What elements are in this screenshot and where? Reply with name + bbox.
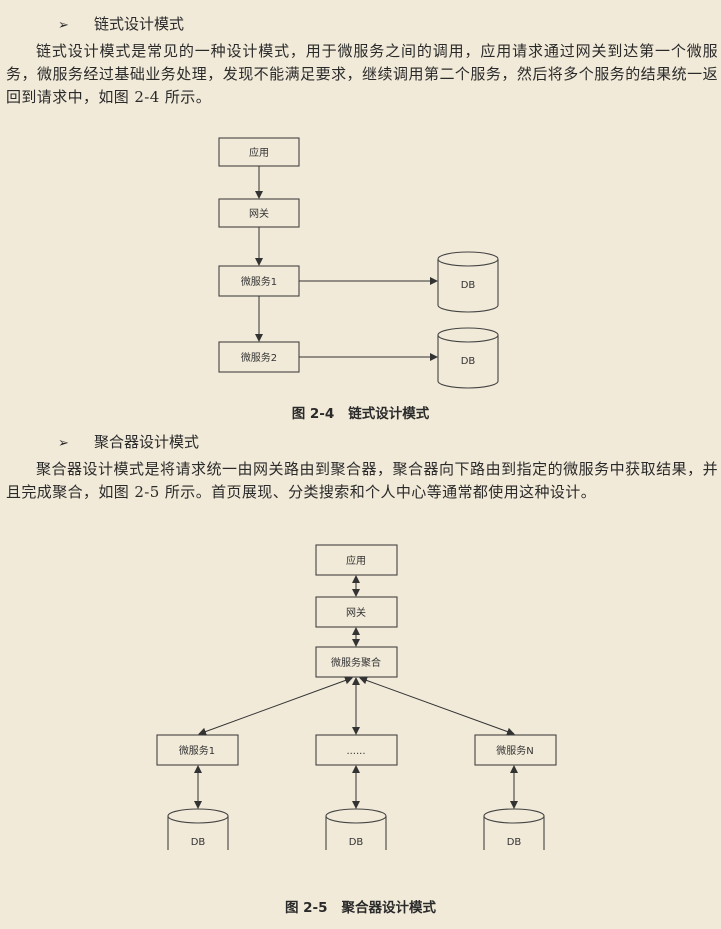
label-ellipsis: ...... — [346, 746, 365, 757]
node-app — [218, 137, 300, 167]
label-app: 应用 — [346, 554, 366, 567]
db-cylinder-2 — [325, 808, 387, 850]
label-aggregator: 微服务聚合 — [331, 656, 381, 669]
bullet-arrow-icon: ➢ — [58, 436, 69, 451]
db-cylinder-1 — [167, 808, 229, 850]
label-service1: 微服务1 — [179, 744, 215, 757]
figure-2-5-diagram: 应用 网关 微服务聚合 微服务1 ...... 微服务N DB DB DB — [156, 544, 557, 850]
node-gateway — [315, 596, 398, 628]
caption-number: 图 2-4 — [291, 406, 335, 422]
label-db3: DB — [507, 837, 522, 848]
db-cylinder-1 — [437, 251, 499, 313]
arrow-aggregator-serviceN — [359, 676, 515, 736]
paragraph-chain: 链式设计模式是常见的一种设计模式，用于微服务之间的调用，应用请求通过网关到达第一… — [6, 42, 718, 106]
figure-2-4-diagram: 应用 网关 微服务1 微服务2 DB DB — [218, 137, 499, 389]
db-cylinder-3 — [483, 808, 545, 850]
arrow-aggregator-service1 — [198, 676, 353, 736]
label-db1: DB — [191, 837, 206, 848]
caption-number: 图 2-5 — [284, 900, 328, 916]
figure-2-5-caption: 图 2-5 聚合器设计模式 — [0, 896, 721, 916]
label-gateway: 网关 — [249, 207, 269, 220]
figure-2-4-caption: 图 2-4 链式设计模式 — [0, 402, 721, 422]
label-service2: 微服务2 — [241, 351, 277, 364]
label-app: 应用 — [249, 146, 269, 159]
db-cylinder-2 — [437, 327, 499, 389]
node-gateway — [218, 198, 300, 228]
node-ellipsis — [315, 734, 398, 766]
label-gateway: 网关 — [346, 606, 366, 619]
bullet-arrow-icon: ➢ — [58, 18, 69, 33]
heading-text: 聚合器设计模式 — [94, 433, 200, 451]
heading-text: 链式设计模式 — [94, 15, 185, 33]
section-heading-chain: ➢ 链式设计模式 — [58, 14, 184, 36]
caption-title: 聚合器设计模式 — [341, 900, 437, 916]
label-db2: DB — [461, 356, 476, 367]
label-service1: 微服务1 — [241, 275, 277, 288]
paragraph-aggregator: 聚合器设计模式是将请求统一由网关路由到聚合器，聚合器向下路由到指定的微服务中获取… — [6, 460, 718, 501]
caption-title: 链式设计模式 — [348, 406, 430, 422]
label-db2: DB — [349, 837, 364, 848]
section-heading-aggregator: ➢ 聚合器设计模式 — [58, 432, 199, 454]
label-serviceN: 微服务N — [496, 744, 533, 757]
label-db1: DB — [461, 280, 476, 291]
node-service1 — [156, 734, 239, 766]
